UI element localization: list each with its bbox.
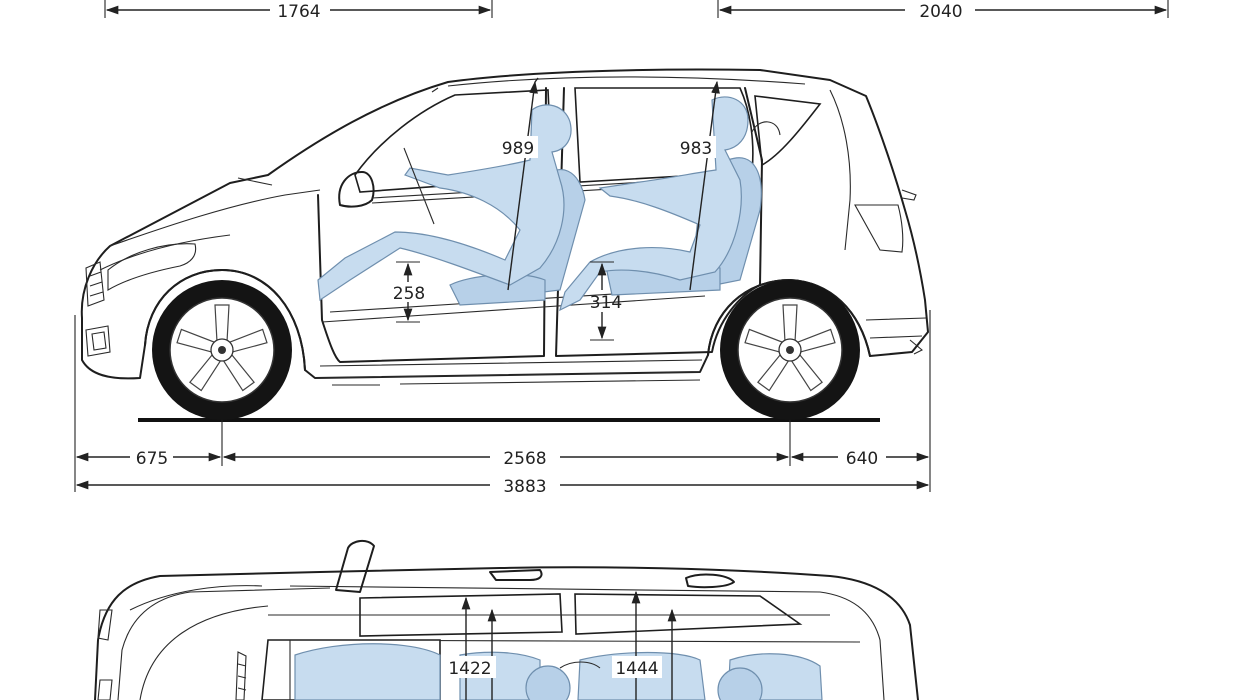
quarter-window xyxy=(754,95,822,167)
rear-wheel xyxy=(720,280,860,420)
top-view-body-outline xyxy=(94,566,919,700)
interior-occupants xyxy=(317,96,781,312)
front-track-label: 1764 xyxy=(277,2,320,22)
wheelbase-label: 2568 xyxy=(503,449,546,469)
side-mirror xyxy=(338,171,375,208)
tail-light xyxy=(854,204,904,253)
rear-shoulder-width-label: 1444 xyxy=(615,659,658,679)
overall-length-label: 3883 xyxy=(503,477,546,497)
top-view-mirror xyxy=(335,540,375,593)
front-headroom-label: 989 xyxy=(502,139,534,159)
rear-headroom-label: 983 xyxy=(680,139,712,159)
interior-dimensions: 989 983 258 314 xyxy=(393,77,720,341)
rear-seat-height-label: 314 xyxy=(590,293,622,313)
rear-overhang-label: 640 xyxy=(846,449,878,469)
front-wheel xyxy=(152,280,292,420)
side-view: 989 983 258 314 xyxy=(80,68,929,422)
front-overhang-label: 675 xyxy=(136,449,168,469)
top-dimensions: 1764 2040 xyxy=(104,0,1169,22)
width-with-mirrors-label: 2040 xyxy=(919,2,962,22)
front-shoulder-width-label: 1422 xyxy=(448,659,491,679)
top-view: 1422 1444 xyxy=(94,540,919,700)
front-grille xyxy=(85,261,105,307)
length-dimensions: 675 2568 640 3883 xyxy=(74,310,931,497)
headlight xyxy=(107,243,197,291)
front-seat-height-label: 258 xyxy=(393,284,425,304)
